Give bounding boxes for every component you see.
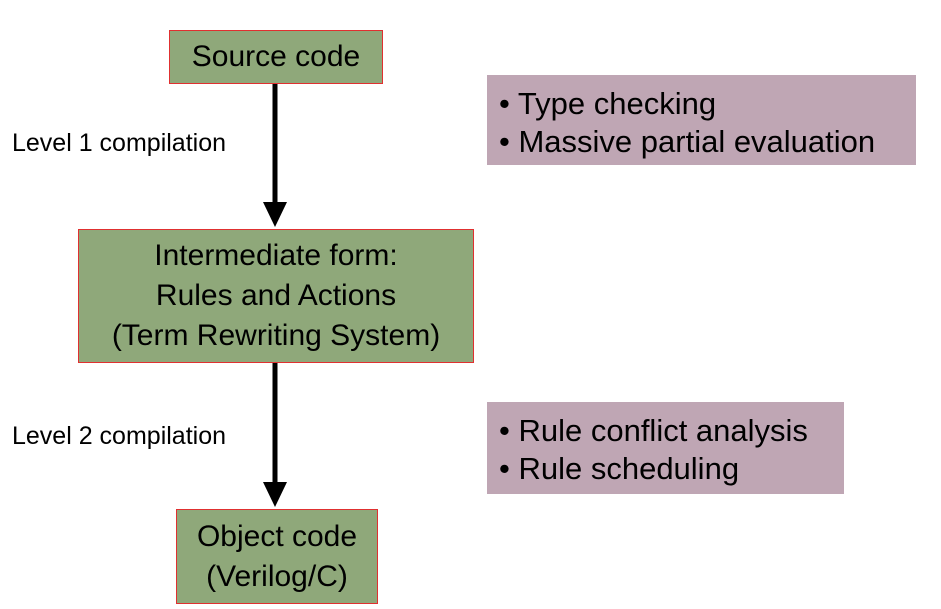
node-intermediate-form-line-1: Intermediate form: (154, 239, 398, 272)
node-object-code-line-2: (Verilog/C) (206, 559, 348, 593)
note-level1: • Type checking • Massive partial evalua… (487, 75, 916, 165)
arrowhead-level1 (263, 202, 287, 227)
node-object-code-line-1: Object code (196, 519, 358, 553)
note-level2-item-2: • Rule scheduling (499, 451, 740, 486)
arrowhead-level2 (263, 482, 287, 507)
node-intermediate-form-line-2: Rules and Actions (155, 279, 397, 312)
note-level1-item-2: • Massive partial evaluation (499, 124, 876, 159)
edge-label-level2: Level 2 compilation (12, 422, 227, 450)
node-intermediate-form-line-3: (Term Rewriting System) (111, 319, 441, 352)
note-level2-item-1: • Rule conflict analysis (499, 413, 808, 448)
node-source-code: Source code (169, 30, 383, 84)
note-level2: • Rule conflict analysis • Rule scheduli… (487, 402, 844, 494)
note-level1-item-1: • Type checking (499, 86, 717, 121)
node-intermediate-form: Intermediate form: Rules and Actions (Te… (78, 229, 474, 363)
node-source-code-line-1: Source code (191, 40, 361, 73)
node-object-code: Object code (Verilog/C) (176, 509, 378, 604)
edge-label-level1: Level 1 compilation (12, 129, 227, 157)
